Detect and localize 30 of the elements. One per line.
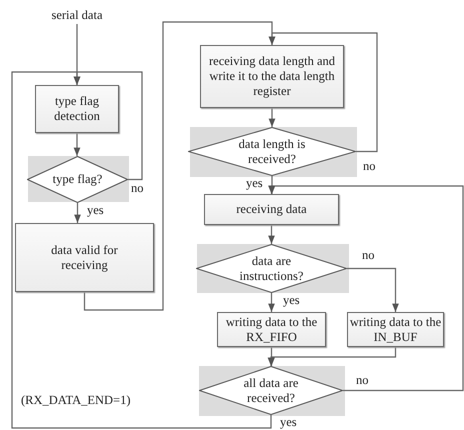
- step-text: writing data to the RX_FIFO: [224, 314, 318, 344]
- arrow: [84, 21, 276, 311]
- arrow: [347, 268, 399, 312]
- step-text: data valid for receiving: [50, 242, 119, 272]
- arrow: [268, 347, 396, 366]
- step-text: data are instructions?: [238, 254, 304, 284]
- input-label: serial data: [51, 8, 102, 22]
- arrow: [74, 203, 81, 223]
- step-text: data length is received?: [238, 136, 306, 166]
- process-box: [35, 85, 119, 133]
- arrow: [268, 108, 276, 127]
- arrow: [268, 225, 275, 244]
- arrow: [268, 32, 378, 152]
- arrow: [268, 176, 276, 194]
- process-box: [200, 45, 344, 108]
- process-box: [217, 312, 326, 347]
- step-text: writing data to the IN_BUF: [350, 314, 442, 344]
- arrow: [268, 347, 275, 366]
- step-text: all data are received?: [242, 376, 300, 406]
- arrow: [11, 71, 272, 429]
- arrow: [268, 293, 275, 312]
- arrow: [74, 133, 80, 156]
- step-text: type flag detection: [53, 94, 101, 124]
- process-box: [15, 223, 154, 292]
- step-text: type flag?: [52, 172, 102, 187]
- note-text: (RX_DATA_END=1): [20, 394, 132, 408]
- step-text: receiving data: [236, 202, 307, 217]
- step-text: receiving data length and write it to the data length register: [208, 54, 336, 99]
- arrow: [268, 185, 464, 392]
- process-box: [204, 194, 339, 225]
